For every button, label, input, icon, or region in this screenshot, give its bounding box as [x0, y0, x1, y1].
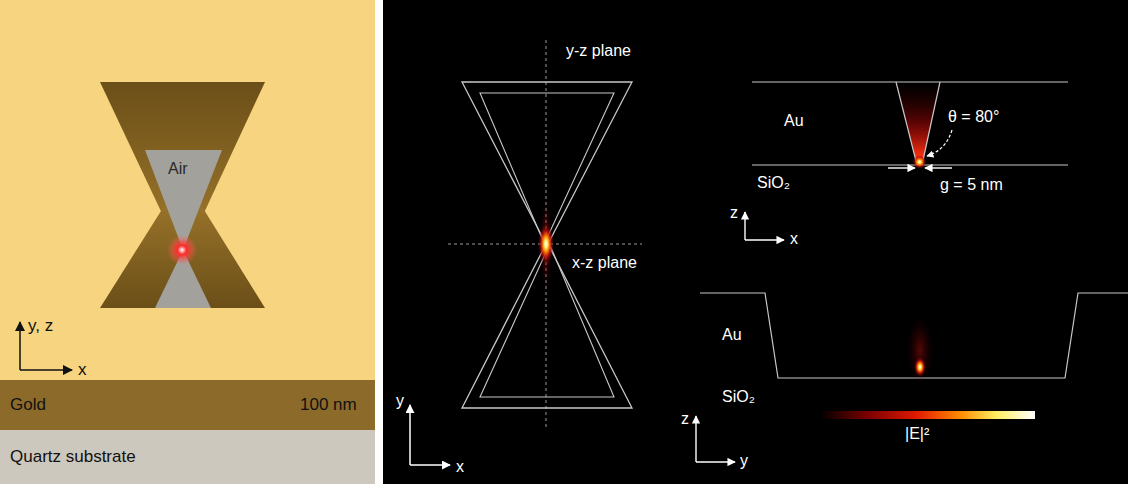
- material-label: Au: [722, 326, 742, 344]
- axis-arrow: [745, 239, 784, 240]
- thickness-dimension: 100 nm: [300, 395, 357, 415]
- axis-label: x: [790, 230, 798, 248]
- axis-arrow: [696, 461, 735, 462]
- plane-label: x-z plane: [572, 254, 637, 272]
- axis-label: x: [456, 458, 464, 476]
- material-label: SiO₂: [757, 174, 790, 192]
- axis-label: y: [740, 452, 748, 470]
- axis-arrow: [744, 212, 745, 240]
- legend-label: |E|²: [905, 425, 929, 443]
- groove-field: [896, 82, 940, 165]
- upper-triangle-wall: [100, 82, 265, 258]
- groove-wall: [896, 82, 917, 165]
- axis-arrow: [695, 416, 696, 462]
- angle-label: θ = 80°: [948, 108, 999, 126]
- colorbar: [820, 411, 1035, 419]
- hot-spot: [913, 155, 927, 169]
- axis-label: y, z: [28, 316, 53, 336]
- material-label: SiO₂: [722, 388, 755, 406]
- layer-name: Gold: [10, 395, 46, 415]
- axis-label: z: [681, 410, 689, 428]
- gap-arrow: [888, 167, 915, 168]
- gold-layer-band: Gold 100 nm: [0, 380, 375, 430]
- hot-spot: [538, 224, 554, 264]
- axis-label: z: [730, 204, 738, 222]
- upper-air-region: [145, 150, 222, 250]
- substrate-band: Quartz substrate: [0, 430, 375, 484]
- gap-label: g = 5 nm: [940, 176, 1003, 194]
- layer-name: Quartz substrate: [10, 447, 136, 467]
- groove-wall: [922, 82, 940, 165]
- axis-arrow: [20, 369, 72, 371]
- axis-arrow: [410, 464, 450, 466]
- axis-label: y: [396, 392, 404, 410]
- bowtie-outline: [462, 82, 632, 408]
- region-label: Air: [168, 160, 188, 178]
- bowtie-inner-outline: [480, 93, 614, 397]
- legend-entry: |E|²: [820, 411, 1035, 445]
- axis-label: x: [78, 360, 87, 380]
- field-halo: [907, 316, 933, 384]
- hot-spot: [914, 357, 926, 377]
- film-line: [752, 164, 1068, 165]
- axis-arrow: [409, 405, 411, 465]
- material-label: Au: [784, 112, 804, 130]
- angle-arrow: [927, 130, 952, 156]
- gold-film-top: [0, 0, 375, 380]
- field-map-ground: [383, 0, 1128, 484]
- gap-arrow: [925, 167, 952, 168]
- hot-spot: [167, 235, 197, 265]
- plane-label: y-z plane: [566, 42, 631, 60]
- axis-arrow: [19, 322, 21, 370]
